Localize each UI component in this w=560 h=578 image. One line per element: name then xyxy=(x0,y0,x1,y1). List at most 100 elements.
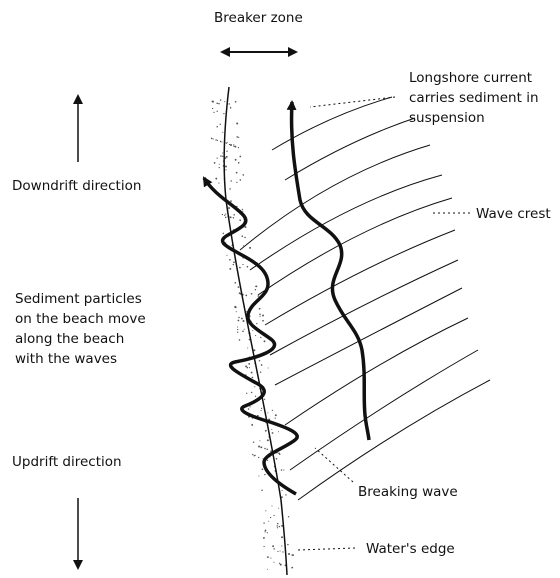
sand-dot xyxy=(236,136,238,138)
sand-dot xyxy=(247,347,248,348)
sand-dot xyxy=(258,295,260,297)
sand-dot xyxy=(248,408,250,410)
sand-dot xyxy=(226,151,227,152)
sand-dot xyxy=(260,337,261,338)
sand-dot xyxy=(279,563,280,564)
sand-dot xyxy=(288,516,289,517)
sand-dot xyxy=(271,429,272,430)
sand-dot xyxy=(251,372,253,374)
sand-dot xyxy=(221,141,222,142)
sand-dot xyxy=(233,217,235,219)
sand-dot xyxy=(248,363,250,365)
sand-dot xyxy=(287,544,288,545)
sand-dot xyxy=(264,448,266,450)
sand-dot xyxy=(233,145,234,146)
sand-dot xyxy=(281,469,283,471)
sand-dot xyxy=(267,556,269,558)
sand-dot xyxy=(242,330,244,332)
wave-crest-label: Wave crest xyxy=(476,206,551,222)
sand-dot xyxy=(242,235,244,237)
sand-dot xyxy=(271,505,272,506)
sand-dot xyxy=(291,567,293,569)
sand-dot xyxy=(251,392,252,393)
sand-dot xyxy=(265,430,267,432)
wave-crest-line xyxy=(250,175,442,270)
longshore-pointer-line xyxy=(310,97,395,107)
sand-dot xyxy=(266,449,268,451)
sand-dot xyxy=(243,245,244,246)
breaking-wave-label: Breaking wave xyxy=(358,484,458,500)
sand-dot xyxy=(226,255,227,256)
sand-dot xyxy=(261,364,263,366)
sand-dot xyxy=(272,545,274,547)
sand-dot xyxy=(219,124,220,125)
sand-dot xyxy=(230,107,231,108)
sand-dot xyxy=(215,139,216,140)
sand-dot xyxy=(237,332,238,333)
sand-dot xyxy=(258,457,259,458)
sand-dot xyxy=(245,365,247,367)
sand-dot xyxy=(249,367,250,368)
sand-dot xyxy=(251,424,253,426)
sand-dot xyxy=(228,207,229,208)
sand-dot xyxy=(254,386,255,387)
sand-dot xyxy=(253,441,254,442)
sand-dot xyxy=(233,261,235,263)
sand-dot xyxy=(239,339,241,341)
sand-dot xyxy=(233,214,235,216)
sand-dot xyxy=(255,289,256,290)
sand-dot xyxy=(247,266,249,268)
sand-dot xyxy=(228,103,229,104)
sand-dot xyxy=(273,515,274,516)
sand-dot xyxy=(267,439,269,441)
sand-dot xyxy=(226,142,227,143)
sand-dot xyxy=(213,112,214,113)
sand-dot xyxy=(276,458,278,460)
sand-dot xyxy=(260,371,261,372)
longshore-current-path xyxy=(292,102,369,440)
sand-dot xyxy=(252,454,253,455)
sand-dot xyxy=(252,377,254,379)
sand-dot xyxy=(282,490,283,491)
sand-dot xyxy=(226,143,227,144)
sand-dot xyxy=(236,311,237,312)
sand-dot xyxy=(262,468,264,470)
sand-dot xyxy=(219,164,220,165)
sand-dot xyxy=(222,214,223,215)
sand-dot xyxy=(285,494,286,495)
sand-dot xyxy=(220,99,221,100)
sand-dot xyxy=(237,329,238,330)
sand-dot xyxy=(267,532,268,533)
sand-dot xyxy=(224,215,225,216)
sand-dot xyxy=(277,523,279,525)
sand-dot xyxy=(273,562,274,563)
sand-dot xyxy=(236,182,237,183)
wave-crest-line xyxy=(270,260,458,355)
sand-dot xyxy=(213,138,214,139)
sand-dot xyxy=(229,259,231,261)
sand-dot xyxy=(278,508,279,509)
longshore-label-line-2: carries sediment in xyxy=(409,90,539,106)
sand-dot xyxy=(235,101,237,103)
sand-dot xyxy=(226,156,228,158)
sand-dot xyxy=(280,550,281,551)
sand-dot xyxy=(235,159,237,161)
sand-dot xyxy=(244,329,245,330)
sand-dot xyxy=(216,126,218,128)
sand-dot xyxy=(258,446,260,448)
wave-crest-line xyxy=(265,230,455,325)
sand-dot xyxy=(239,156,241,158)
sand-dot xyxy=(259,360,260,361)
sand-dot xyxy=(222,152,223,153)
sand-dot xyxy=(275,418,276,419)
sand-dot xyxy=(216,103,218,105)
sand-dot xyxy=(223,233,224,234)
sediment-label-line-3: along the beach xyxy=(15,331,124,347)
sand-dot xyxy=(241,318,243,320)
sand-dot xyxy=(288,553,290,555)
sand-dot xyxy=(273,548,274,549)
sand-dot xyxy=(233,264,234,265)
sand-dot xyxy=(263,546,264,547)
sand-dot xyxy=(242,264,243,265)
